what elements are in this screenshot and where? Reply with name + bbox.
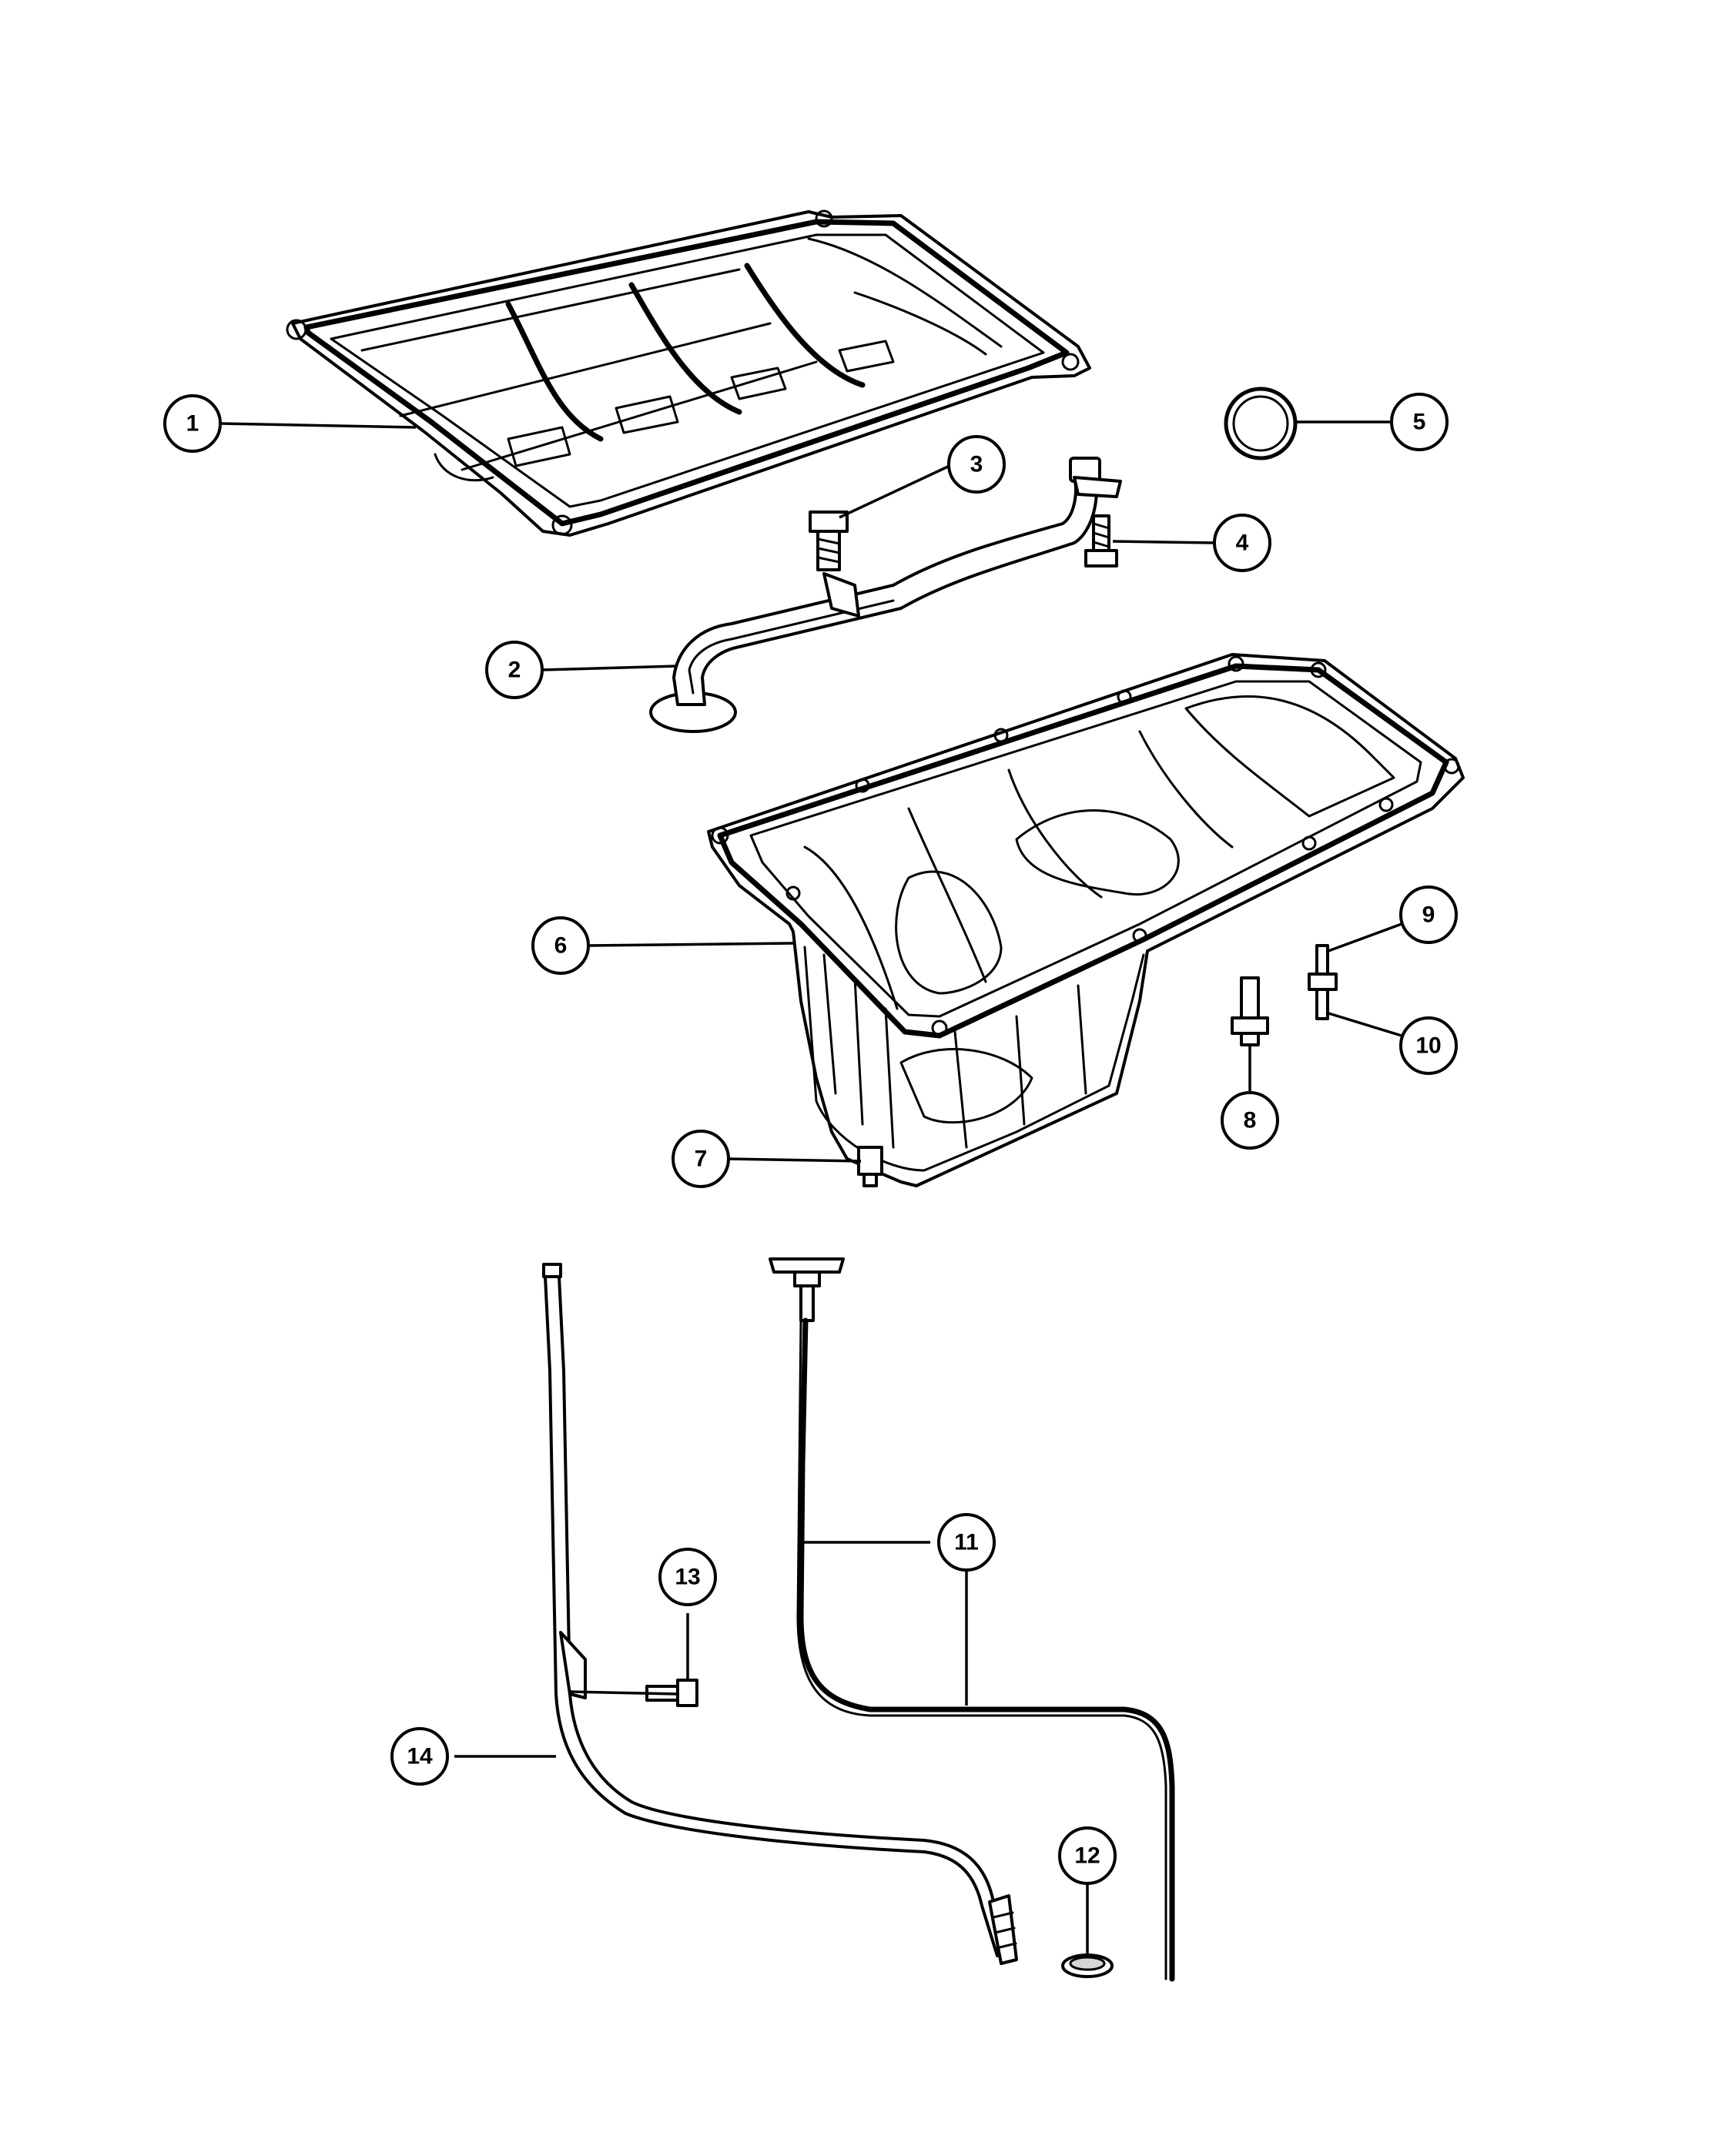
callout-label: 2: [508, 658, 521, 683]
callout-3: 3: [947, 435, 1006, 494]
dipstick-tube: [542, 1263, 1018, 1965]
callout-label: 1: [186, 411, 199, 437]
callout-13: 13: [658, 1548, 717, 1606]
bolt-4: [1084, 514, 1118, 567]
bolt-3: [809, 511, 849, 571]
callout-label: 9: [1422, 902, 1435, 928]
leader-11: [801, 1541, 968, 1706]
stud-bolt-8: [1231, 976, 1269, 1046]
callout-2: 2: [485, 641, 544, 699]
leader-2: [541, 665, 678, 671]
oil-pickup-tube: [649, 457, 1122, 733]
leader-9: [1328, 922, 1402, 952]
callout-label: 14: [407, 1744, 433, 1769]
leader-4: [1112, 540, 1215, 544]
leader-13: [569, 1613, 689, 1696]
windage-tray-gasket: [286, 209, 1091, 537]
leader-lines: [219, 420, 1402, 1956]
callout-label: 4: [1236, 531, 1249, 556]
oil-pan: [707, 653, 1465, 1187]
leader-10: [1325, 1011, 1402, 1037]
leader-7: [728, 1157, 862, 1163]
grommet: [1061, 1953, 1114, 1978]
callout-label: 13: [675, 1565, 700, 1590]
callout-label: 7: [695, 1147, 708, 1172]
callout-11: 11: [937, 1513, 996, 1572]
callout-label: 6: [554, 933, 568, 959]
callout-7: 7: [672, 1130, 730, 1188]
callout-14: 14: [390, 1727, 449, 1786]
o-ring: [1224, 387, 1298, 460]
callout-5: 5: [1390, 393, 1449, 451]
callout-4: 4: [1213, 514, 1271, 572]
callout-label: 3: [970, 452, 983, 477]
callout-label: 8: [1244, 1108, 1257, 1133]
callout-label: 5: [1413, 410, 1426, 435]
dipstick: [769, 1257, 1175, 1982]
leader-3: [839, 464, 950, 519]
callout-12: 12: [1058, 1826, 1117, 1885]
leader-1: [219, 422, 417, 429]
callout-1: 1: [163, 394, 222, 453]
leader-6: [588, 942, 794, 947]
callout-6: 6: [531, 916, 590, 975]
stud-bolt-9-10: [1308, 944, 1338, 1020]
callout-9: 9: [1399, 886, 1458, 944]
callout-label: 10: [1415, 1033, 1441, 1059]
callout-10: 10: [1399, 1016, 1458, 1075]
callout-label: 12: [1074, 1843, 1100, 1869]
callout-8: 8: [1221, 1091, 1279, 1150]
callout-label: 11: [954, 1530, 979, 1555]
drain-plug: [857, 1146, 883, 1187]
